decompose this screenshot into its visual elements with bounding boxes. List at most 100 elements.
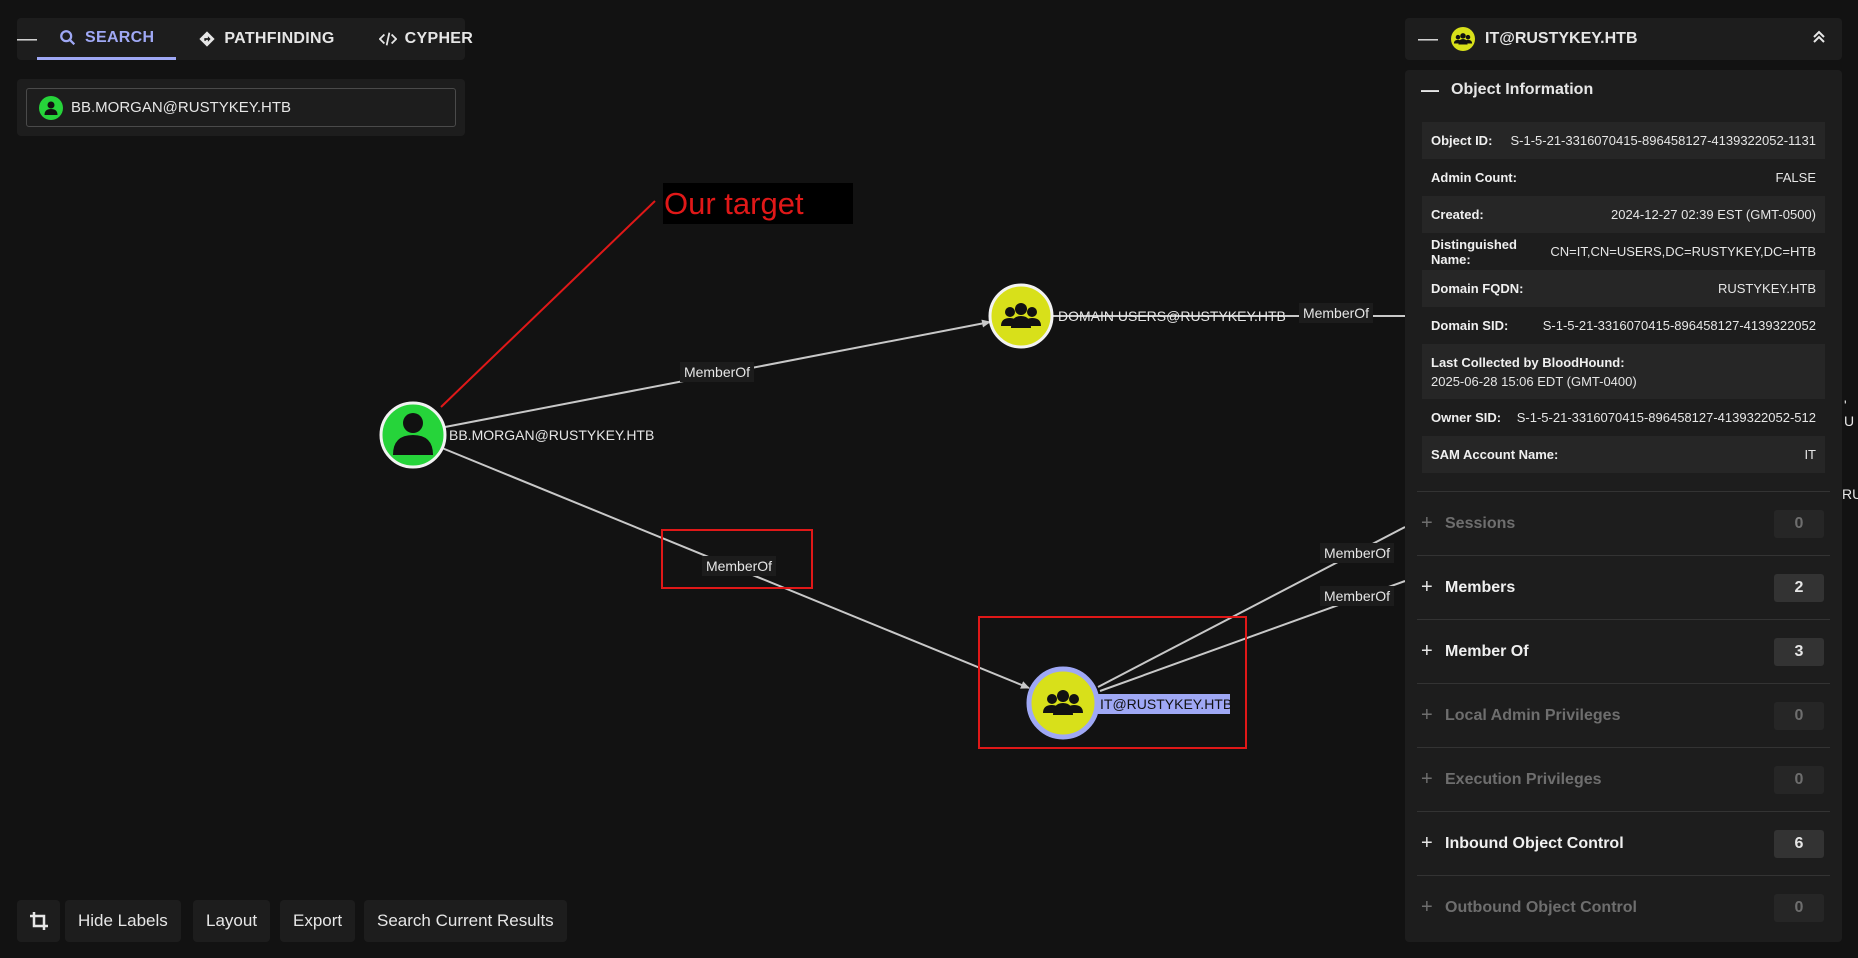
info-row: Admin Count: FALSE bbox=[1422, 159, 1825, 196]
search-input-value: BB.MORGAN@RUSTYKEY.HTB bbox=[71, 99, 291, 116]
info-key: Object ID: bbox=[1431, 133, 1493, 148]
count-badge: 6 bbox=[1774, 829, 1824, 858]
tab-cypher[interactable]: CYPHER bbox=[357, 18, 495, 60]
tab-pathfinding[interactable]: PATHFINDING bbox=[176, 18, 356, 60]
crop-icon bbox=[29, 912, 48, 930]
edge-label-2: MemberOf bbox=[702, 556, 776, 576]
section-label: Local Admin Privileges bbox=[1445, 706, 1621, 724]
annotation-box-memberof bbox=[661, 529, 813, 589]
section-sessions[interactable]: + Sessions 0 bbox=[1417, 491, 1830, 555]
svg-text:MemberOf: MemberOf bbox=[1324, 588, 1390, 604]
info-key: Owner SID: bbox=[1431, 410, 1502, 425]
plus-icon: + bbox=[1421, 704, 1433, 726]
pathfinding-icon bbox=[199, 31, 216, 47]
entity-panel-header: — IT@RUSTYKEY.HTB bbox=[1405, 18, 1842, 60]
annotation-pointer-line bbox=[440, 200, 656, 408]
info-row: Distinguished Name:CN=IT,CN=USERS,DC=RUS… bbox=[1422, 233, 1825, 270]
info-row: Domain FQDN: RUSTYKEY.HTB bbox=[1422, 270, 1825, 307]
section-label: Sessions bbox=[1445, 514, 1516, 532]
info-row: Last Collected by BloodHound: 2025-06-28 … bbox=[1422, 344, 1825, 399]
edge-label-1: MemberOf bbox=[680, 362, 754, 382]
cutoff-label-1: ' U bbox=[1844, 397, 1855, 429]
entity-panel-body: — Object Information Object ID: S-1-5-21-… bbox=[1405, 70, 1842, 942]
object-information-title: Object Information bbox=[1451, 81, 1594, 98]
object-information-header[interactable]: — Object Information bbox=[1405, 70, 1842, 110]
section-label: Inbound Object Control bbox=[1445, 834, 1624, 852]
collapse-search-button[interactable]: — bbox=[17, 27, 37, 50]
plus-icon: + bbox=[1421, 576, 1433, 598]
info-key: Created: bbox=[1431, 207, 1484, 222]
node-label-domain-users: DOMAIN USERS@RUSTYKEY.HTB bbox=[1058, 308, 1286, 324]
count-badge: 0 bbox=[1774, 509, 1824, 538]
info-row: SAM Account Name: IT bbox=[1422, 436, 1825, 473]
object-information-table: Object ID: S-1-5-21-3316070415-896458127-… bbox=[1422, 122, 1825, 473]
info-value: IT bbox=[1804, 447, 1816, 462]
chevron-double-up-icon[interactable] bbox=[1796, 29, 1842, 50]
annotation-callout: Our target bbox=[663, 183, 853, 224]
info-row: Domain SID: S-1-5-21-3316070415-896458127… bbox=[1422, 307, 1825, 344]
section-members[interactable]: + Members 2 bbox=[1417, 555, 1830, 619]
info-value: 2024-12-27 02:39 EST (GMT-0500) bbox=[1611, 207, 1816, 222]
info-row: Owner SID: S-1-5-21-3316070415-896458127-… bbox=[1422, 399, 1825, 436]
section-outbound-object-control[interactable]: + Outbound Object Control 0 bbox=[1417, 875, 1830, 939]
edge-label-3: MemberOf bbox=[1299, 303, 1373, 323]
info-key: Domain FQDN: bbox=[1431, 281, 1524, 296]
svg-text:MemberOf: MemberOf bbox=[1303, 305, 1369, 321]
svg-text:Our target: Our target bbox=[664, 186, 804, 221]
group-icon bbox=[1451, 27, 1475, 51]
svg-text:MemberOf: MemberOf bbox=[1324, 545, 1390, 561]
info-key: SAM Account Name: bbox=[1431, 447, 1559, 462]
info-value: S-1-5-21-3316070415-896458127-4139322052… bbox=[1510, 133, 1816, 148]
hide-labels-button[interactable]: Hide Labels bbox=[65, 900, 181, 942]
count-badge: 3 bbox=[1774, 637, 1824, 666]
section-member-of[interactable]: + Member Of 3 bbox=[1417, 619, 1830, 683]
layout-button[interactable]: Layout bbox=[193, 900, 271, 942]
plus-icon: + bbox=[1421, 768, 1433, 790]
svg-text:IT@RUSTYKEY.HTB: IT@RUSTYKEY.HTB bbox=[1100, 696, 1232, 712]
info-value: S-1-5-21-3316070415-896458127-4139322052 bbox=[1542, 318, 1816, 333]
info-row: Created: 2024-12-27 02:39 EST (GMT-0500) bbox=[1422, 196, 1825, 233]
info-key: Distinguished Name: bbox=[1431, 236, 1517, 267]
info-value: S-1-5-21-3316070415-896458127-4139322052… bbox=[1516, 410, 1816, 425]
tab-cypher-label: CYPHER bbox=[404, 30, 474, 47]
info-value: FALSE bbox=[1775, 170, 1816, 185]
cutoff-label-2: RU bbox=[1842, 486, 1858, 502]
info-row: Object ID: S-1-5-21-3316070415-896458127-… bbox=[1422, 122, 1825, 159]
search-input[interactable]: BB.MORGAN@RUSTYKEY.HTB bbox=[26, 88, 456, 127]
tab-search[interactable]: SEARCH bbox=[37, 18, 177, 60]
section-label: Member Of bbox=[1445, 642, 1529, 660]
crop-button[interactable] bbox=[17, 900, 60, 942]
top-tab-bar: — SEARCH PATHFINDING CYPHER bbox=[17, 18, 473, 60]
info-key: Last Collected by BloodHound: bbox=[1431, 354, 1625, 370]
svg-text:MemberOf: MemberOf bbox=[684, 364, 750, 380]
tab-search-label: SEARCH bbox=[85, 28, 155, 46]
section-local-admin-privileges[interactable]: + Local Admin Privileges 0 bbox=[1417, 683, 1830, 747]
node-group-it[interactable] bbox=[1026, 666, 1100, 740]
collapse-entity-panel-button[interactable]: — bbox=[1418, 27, 1438, 50]
section-execution-privileges[interactable]: + Execution Privileges 0 bbox=[1417, 747, 1830, 811]
node-group-domain-users[interactable] bbox=[988, 283, 1054, 349]
count-badge: 0 bbox=[1774, 893, 1824, 922]
tab-pathfinding-label: PATHFINDING bbox=[224, 30, 335, 47]
graph-canvas[interactable]: MemberOf MemberOf MemberOf MemberOf Memb… bbox=[0, 0, 1405, 958]
node-label-user: BB.MORGAN@RUSTYKEY.HTB bbox=[449, 427, 654, 443]
info-value: 2025-06-28 15:06 EDT (GMT-0400) bbox=[1431, 373, 1637, 389]
plus-icon: + bbox=[1421, 640, 1433, 662]
node-label-it-selected: IT@RUSTYKEY.HTB bbox=[1098, 694, 1232, 714]
node-user-bb-morgan[interactable] bbox=[379, 401, 447, 469]
count-badge: 0 bbox=[1774, 701, 1824, 730]
search-icon bbox=[60, 29, 76, 45]
export-button[interactable]: Export bbox=[280, 900, 356, 942]
count-badge: 0 bbox=[1774, 765, 1824, 794]
annotation-box-it-node bbox=[978, 616, 1247, 749]
info-key: Domain SID: bbox=[1431, 318, 1509, 333]
entity-panel-title: IT@RUSTYKEY.HTB bbox=[1485, 30, 1638, 47]
code-icon bbox=[378, 32, 397, 46]
plus-icon: + bbox=[1421, 896, 1433, 918]
info-key: Admin Count: bbox=[1431, 170, 1517, 185]
edge-label-5: MemberOf bbox=[1320, 586, 1394, 606]
search-current-results-button[interactable]: Search Current Results bbox=[364, 900, 567, 942]
section-inbound-object-control[interactable]: + Inbound Object Control 6 bbox=[1417, 811, 1830, 875]
info-value: RUSTYKEY.HTB bbox=[1717, 281, 1816, 296]
minus-icon: — bbox=[1421, 79, 1439, 100]
